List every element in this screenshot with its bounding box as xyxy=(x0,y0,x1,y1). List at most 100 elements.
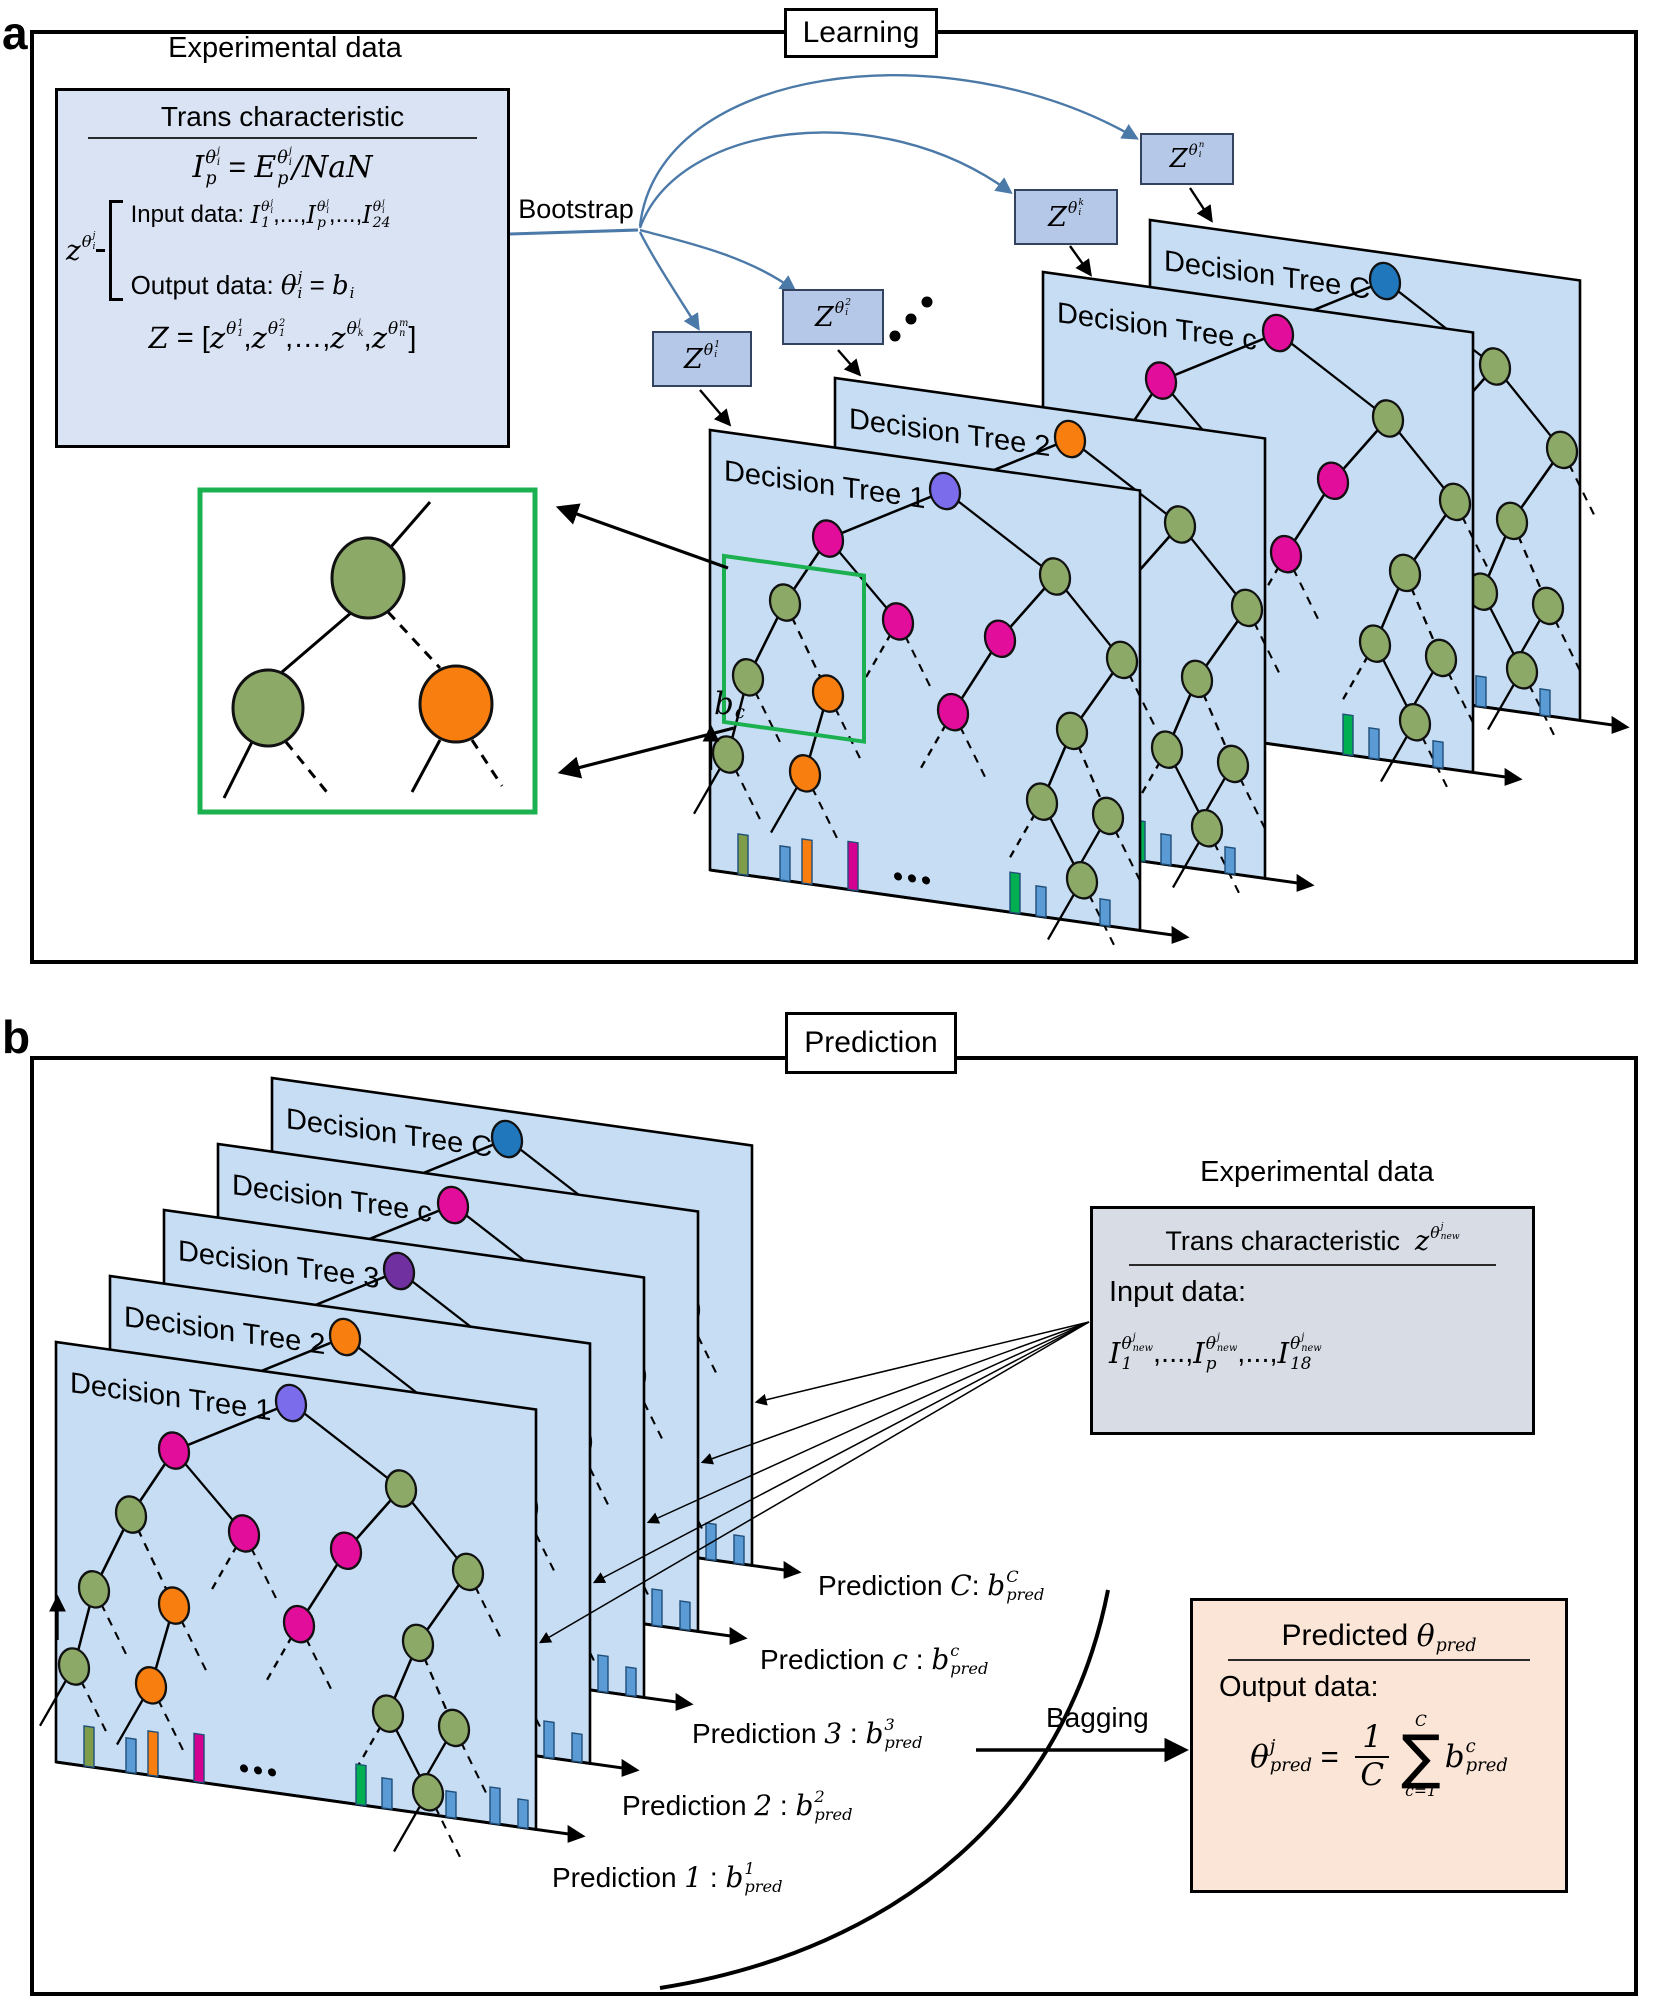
histogram-bar xyxy=(779,845,791,883)
tree-stub-dashed xyxy=(243,1533,279,1603)
tree-node-green xyxy=(401,1623,435,1663)
tree-stub-dashed xyxy=(897,621,933,691)
underline xyxy=(87,137,478,139)
tree-stub-dashed xyxy=(1547,605,1583,676)
tree-node-green xyxy=(1091,796,1125,836)
histogram-bar xyxy=(517,1798,529,1830)
inset-node-green xyxy=(231,668,305,748)
zoom-highlight-rect xyxy=(722,553,866,744)
tree-stub-dashed xyxy=(1232,763,1268,834)
inset-node-orange xyxy=(418,664,494,744)
histogram-bar xyxy=(733,1534,745,1566)
tree-node-green xyxy=(1180,659,1214,699)
histogram-bar xyxy=(355,1763,367,1807)
histogram-bar xyxy=(1475,675,1487,709)
tree-node-green xyxy=(411,1772,445,1812)
tree-node-green xyxy=(114,1495,148,1534)
tree-node-root xyxy=(436,1185,470,1225)
histogram-bar xyxy=(543,1720,555,1760)
tree-node-magenta xyxy=(227,1514,261,1553)
tree-node-green xyxy=(1230,588,1264,628)
tree-node-magenta xyxy=(936,692,970,732)
tree-stub-dashed xyxy=(1081,879,1117,950)
expdata-to-tree-arrow xyxy=(592,1321,1090,1584)
zbox-to-tree-arrow xyxy=(1188,187,1213,223)
bagging-sweep-curve xyxy=(659,1589,1110,1990)
tree-node-green xyxy=(1495,501,1529,541)
histogram-bar xyxy=(597,1654,609,1694)
tree-node-green xyxy=(1398,702,1432,742)
histogram-bar xyxy=(193,1732,205,1784)
tree-node-green xyxy=(437,1708,471,1748)
stack-ellipsis-dot xyxy=(905,313,917,325)
tree-node-green xyxy=(731,658,765,697)
tree-node-root xyxy=(274,1383,308,1423)
tree-node-green xyxy=(1371,399,1405,438)
tree-node-green xyxy=(1216,744,1250,784)
bootstrap-label: Bootstrap xyxy=(518,194,634,224)
tree-node-green xyxy=(1438,482,1472,522)
brace-tick xyxy=(95,248,105,252)
tree-stub-dashed xyxy=(1454,501,1490,572)
tree-node-root xyxy=(490,1119,524,1159)
tree-stub-dashed xyxy=(575,1439,611,1510)
stack-ellipsis-dot xyxy=(921,296,933,308)
tree-edge xyxy=(173,1401,292,1452)
tree-stub-dashed xyxy=(93,1588,129,1659)
bagging-label: Bagging xyxy=(1046,1702,1149,1733)
tree-node-green xyxy=(1150,730,1184,769)
ellipsis-dot xyxy=(894,872,902,881)
tree-stub-dashed xyxy=(453,1727,489,1798)
tree-node-green xyxy=(1358,624,1392,663)
experimental-data-heading-a: Experimental data xyxy=(168,32,402,64)
histogram-bar xyxy=(381,1777,393,1811)
tree-stub-dashed xyxy=(1121,659,1157,730)
expdata-to-tree-arrow xyxy=(646,1321,1090,1524)
tree-stub-dashed xyxy=(629,1373,665,1444)
tree-stub-dashed xyxy=(1206,827,1242,898)
decision-tree-panel-b-1: Decision Tree 1 xyxy=(39,1340,586,1862)
histogram-bar xyxy=(489,1786,501,1826)
tree-node-green xyxy=(1424,638,1458,678)
histogram-bar xyxy=(651,1588,663,1628)
histogram-bar xyxy=(125,1737,137,1775)
histogram-bar xyxy=(1432,740,1444,770)
tree-node-root xyxy=(328,1317,362,1357)
bootstrap-arrow-1 xyxy=(638,231,700,331)
ellipsis-dot xyxy=(254,1766,262,1775)
tree-node-root xyxy=(1053,419,1087,459)
tree-node-green xyxy=(1388,553,1422,593)
histogram-bar xyxy=(737,833,749,877)
tree-node-green xyxy=(1105,640,1139,680)
tree-stub-dashed xyxy=(683,1307,719,1378)
inset-stub-dashed xyxy=(284,741,332,797)
tree-stub-dashed xyxy=(747,676,783,747)
inset-edge-solid xyxy=(281,610,353,674)
tree-node-orange xyxy=(788,754,822,793)
tree-edge xyxy=(1277,332,1389,420)
zbox-to-tree-arrow xyxy=(837,349,862,377)
learning-title-box: Learning xyxy=(784,8,938,58)
tree-node-magenta xyxy=(329,1531,363,1571)
tree-node-orange xyxy=(157,1586,191,1625)
tree-node-green xyxy=(451,1552,485,1592)
tree-stub-dashed xyxy=(173,1605,209,1675)
zbox-to-tree-arrow xyxy=(1069,245,1092,277)
inset-stub-dashed xyxy=(470,739,504,787)
expdata-to-tree-arrow xyxy=(538,1321,1090,1644)
panel-a-letter: a xyxy=(2,7,28,59)
